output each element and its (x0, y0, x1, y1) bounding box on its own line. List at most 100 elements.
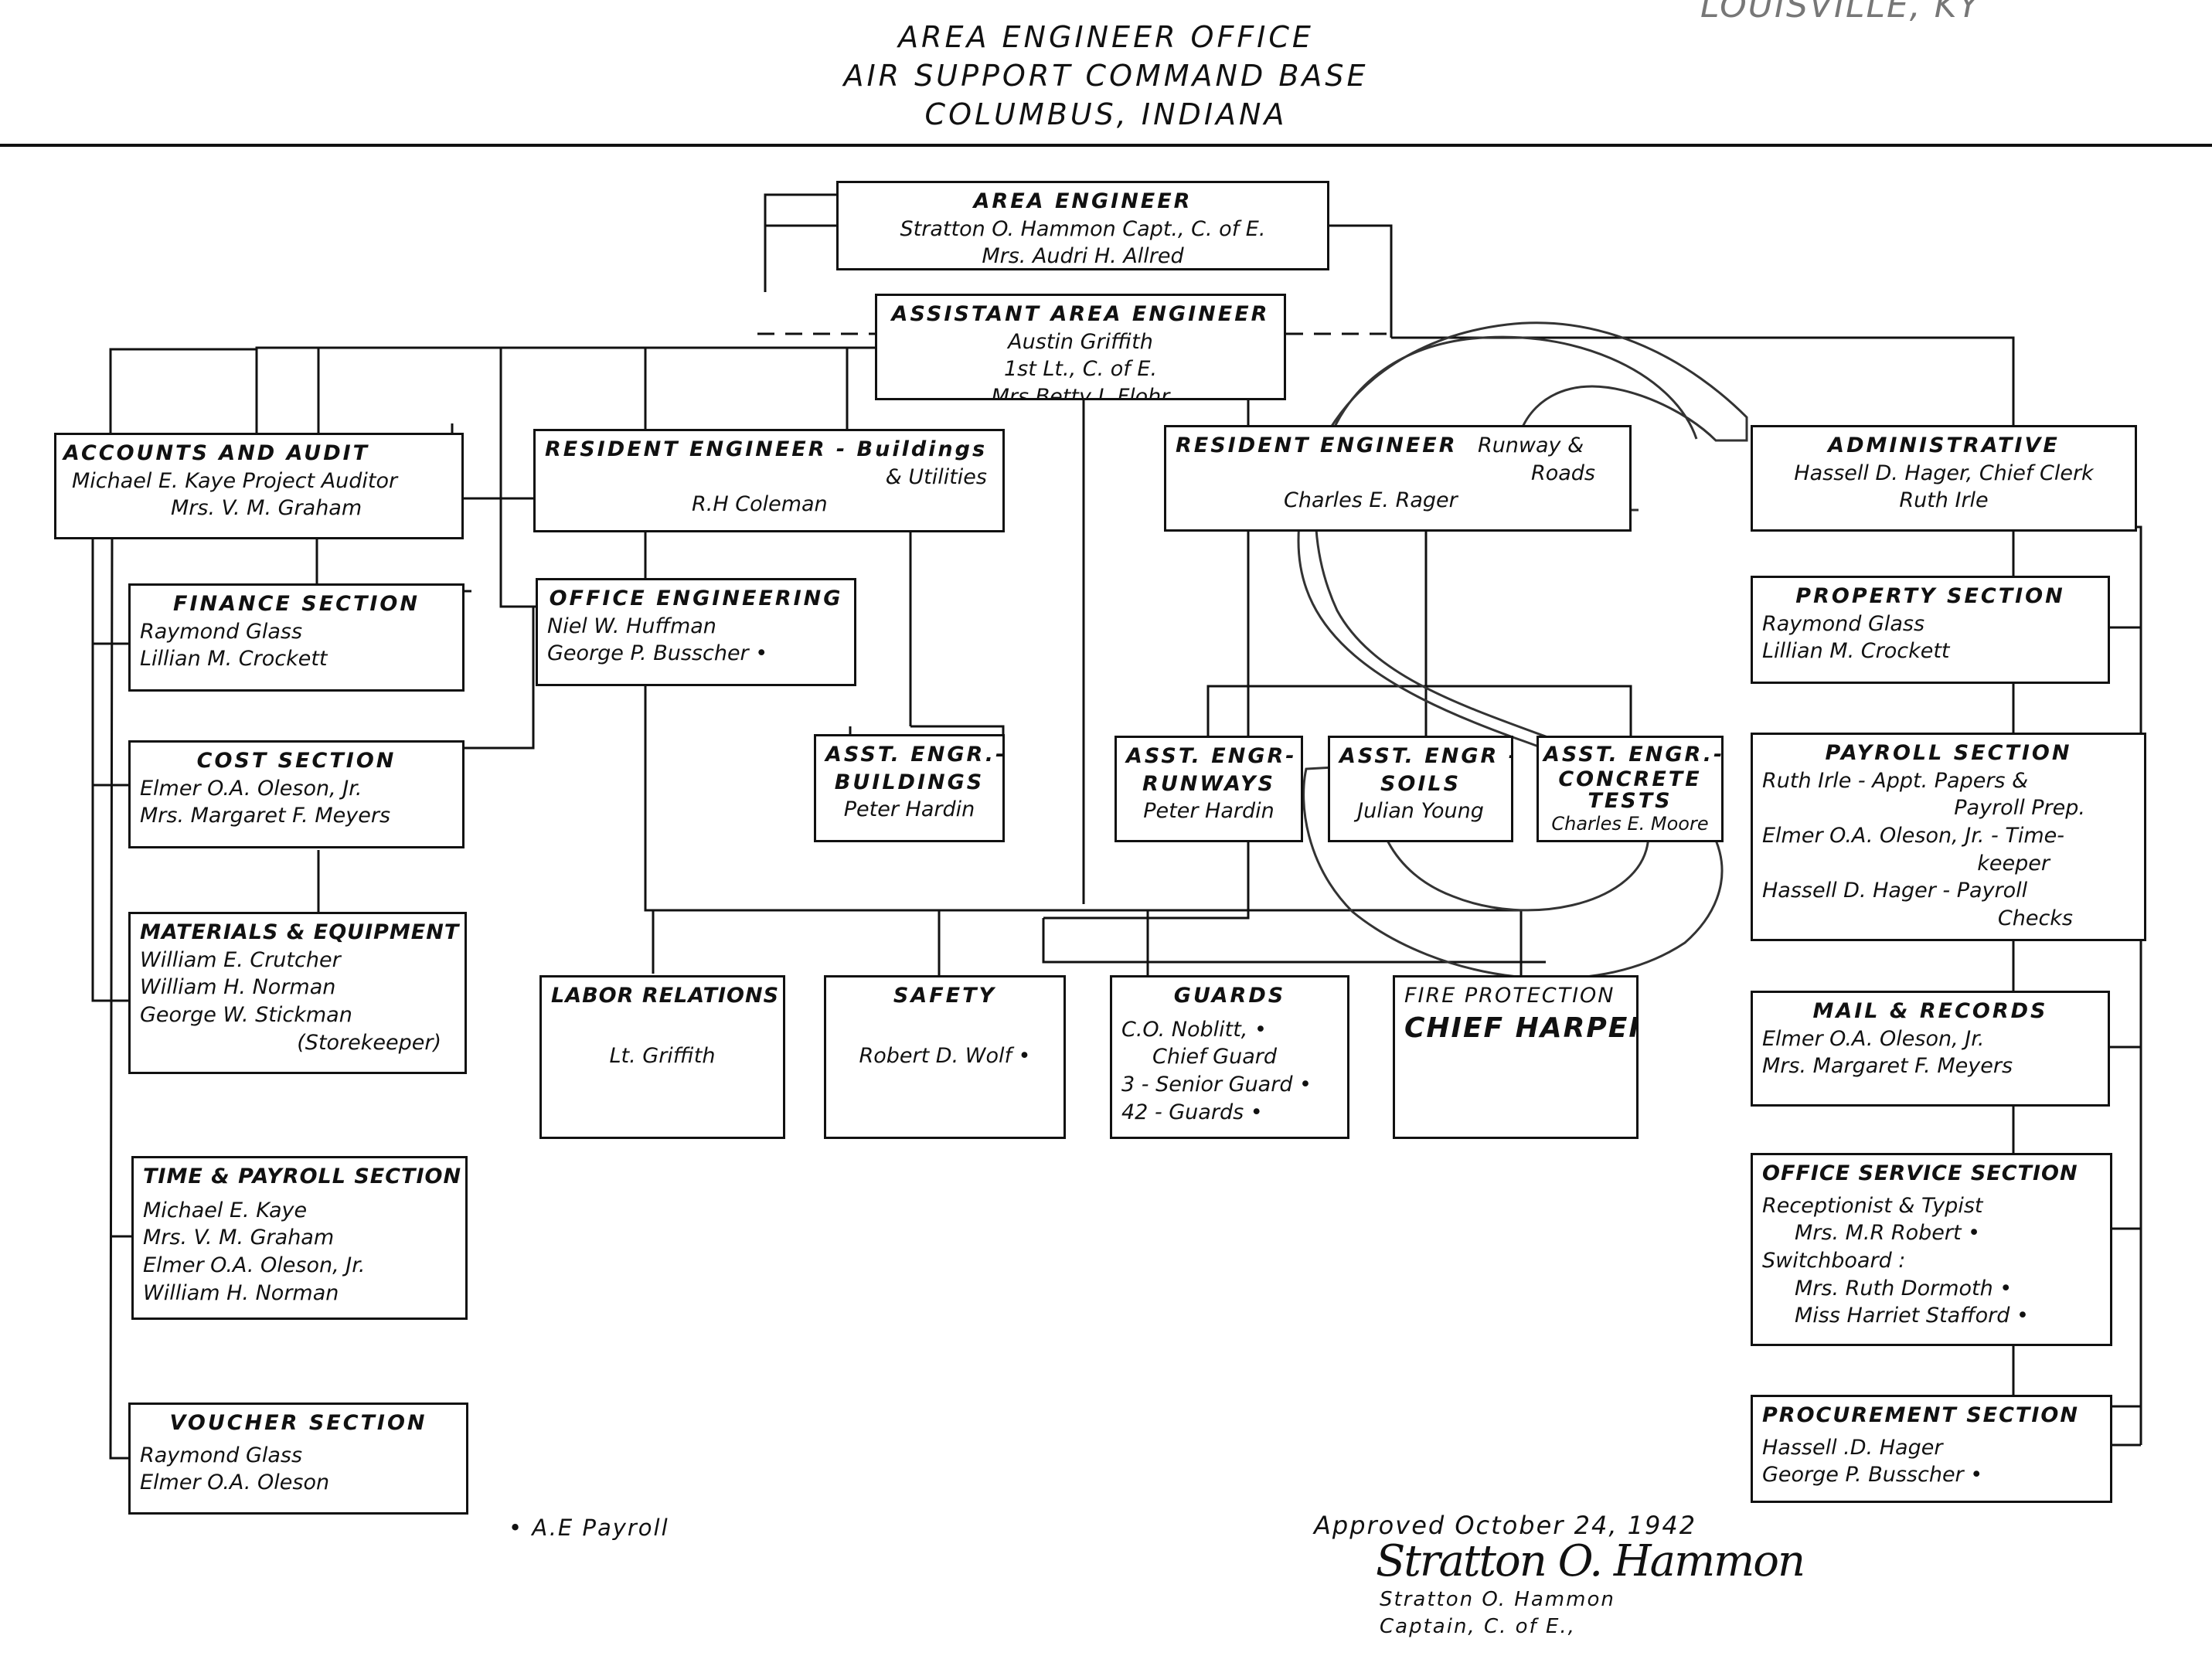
connector-line (1206, 685, 1632, 740)
box-title: FIRE PROTECTION (1404, 984, 1615, 1008)
box-title: ADMINISTRATIVE (1828, 434, 2060, 457)
box-line: William E. Crutcher (140, 947, 341, 972)
box-line: Mrs. Margaret F. Meyers (140, 804, 391, 828)
box-title: FINANCE SECTION (173, 592, 420, 616)
box-line: Lillian M. Crockett (1762, 639, 1950, 664)
box-line: Michael E. Kaye (143, 1198, 308, 1222)
box-title: ASST. ENGR- (1126, 744, 1297, 768)
box-line: Receptionist & Typist (1762, 1193, 1983, 1218)
box-line: Mrs. Margaret F. Meyers (1762, 1054, 2013, 1079)
connector-line (499, 348, 538, 608)
cost-section-box: COST SECTION Elmer O.A. Oleson, Jr. Mrs.… (128, 740, 465, 848)
box-line: Michael E. Kaye Project Auditor (72, 468, 398, 493)
office-engineering-box: OFFICE ENGINEERING Niel W. Huffman Georg… (536, 578, 856, 686)
box-line: Mrs. V. M. Graham (171, 496, 362, 521)
box-line: Julian Young (1357, 799, 1484, 824)
box-line: William H. Norman (140, 975, 336, 1000)
asst-engr-concrete-tests-box: ASST. ENGR.- CONCRETE TESTS Charles E. M… (1536, 736, 1724, 842)
safety-box: SAFETY Robert D. Wolf • (824, 975, 1066, 1139)
box-line: Charles E. Moore (1551, 813, 1709, 835)
box-line: 3 - Senior Guard • (1121, 1072, 1312, 1096)
box-line: Lillian M. Crockett (140, 647, 328, 672)
guards-box: GUARDS C.O. Noblitt, • Chief Guard 3 - S… (1110, 975, 1349, 1139)
box-title-continued: TESTS (1588, 788, 1673, 813)
box-line: George P. Busscher • (1762, 1463, 1983, 1488)
payroll-section-box: PAYROLL SECTION Ruth Irle - Appt. Papers… (1751, 733, 2146, 941)
box-line: C.O. Noblitt, • (1121, 1017, 1267, 1042)
area-engineer-box: AREA ENGINEER Stratton O. Hammon Capt., … (836, 181, 1329, 270)
connector-line (1042, 918, 1546, 964)
box-line: Elmer O.A. Oleson (140, 1470, 330, 1495)
box-line: keeper (1977, 851, 2050, 876)
box-line: 1st Lt., C. of E. (1003, 357, 1158, 382)
finance-section-box: FINANCE SECTION Raymond Glass Lillian M.… (128, 583, 465, 692)
box-line: Elmer O.A. Oleson, Jr. (1762, 1026, 1985, 1051)
corner-stamp: LOUISVILLE, KY (1700, 0, 1981, 26)
accounts-and-audit-box: ACCOUNTS AND AUDIT Michael E. Kaye Proje… (54, 433, 464, 539)
signer-name: Stratton O. Hammon (1380, 1588, 1615, 1611)
box-line: Checks (1997, 906, 2073, 930)
box-line: CHIEF HARPER (1404, 1012, 1639, 1044)
box-title-continued: & Utilities (885, 464, 987, 489)
box-line: Lt. Griffith (609, 1043, 716, 1068)
header-rule (0, 144, 2212, 147)
box-title: TIME & PAYROLL SECTION (143, 1164, 462, 1188)
box-title-small: Runway & (1477, 434, 1584, 457)
box-line: Stratton O. Hammon Capt., C. of E. (900, 216, 1266, 241)
box-title: AREA ENGINEER (973, 189, 1193, 213)
box-line: Austin Griffith (1008, 329, 1153, 354)
box-line: George P. Busscher • (547, 641, 768, 666)
box-title: ACCOUNTS AND AUDIT (63, 441, 370, 465)
box-line: Peter Hardin (1143, 799, 1274, 824)
box-title-continued: RUNWAYS (1142, 771, 1275, 796)
box-line: Mrs. V. M. Graham (143, 1226, 335, 1250)
box-line: Raymond Glass (140, 619, 303, 644)
box-title-continued: Roads (1530, 461, 1595, 485)
connector-line (1391, 336, 2015, 431)
mail-records-box: MAIL & RECORDS Elmer O.A. Oleson, Jr. Mr… (1751, 991, 2110, 1107)
connector-line (109, 348, 257, 433)
box-line: Mrs Betty J. Flohr (991, 384, 1170, 400)
box-line: Elmer O.A. Oleson, Jr. (140, 776, 362, 801)
box-line: Miss Harriet Stafford • (1795, 1304, 2029, 1328)
box-line: (Storekeeper) (297, 1030, 441, 1055)
box-line: Mrs. Audri H. Allred (982, 244, 1184, 269)
administrative-box: ADMINISTRATIVE Hassell D. Hager, Chief C… (1751, 425, 2137, 532)
box-line: Elmer O.A. Oleson, Jr. - Time- (1762, 823, 2064, 848)
box-line: Niel W. Huffman (547, 614, 716, 638)
box-title: OFFICE ENGINEERING (549, 586, 843, 610)
box-title-continued: BUILDINGS (834, 770, 985, 794)
connector-line (255, 346, 875, 433)
procurement-section-box: PROCUREMENT SECTION Hassell .D. Hager Ge… (1751, 1395, 2112, 1503)
box-title: ASST. ENGR.- (1543, 743, 1724, 767)
signer-title: Captain, C. of E., (1380, 1615, 1576, 1638)
box-title: MAIL & RECORDS (1812, 999, 2048, 1023)
assistant-area-engineer-box: ASSISTANT AREA ENGINEER Austin Griffith … (875, 294, 1286, 400)
box-line: William H. Norman (143, 1280, 339, 1305)
fire-protection-box: FIRE PROTECTION CHIEF HARPER (1393, 975, 1639, 1139)
resident-engineer-buildings-box: RESIDENT ENGINEER - Buildings & Utilitie… (533, 429, 1005, 532)
box-title: PAYROLL SECTION (1825, 741, 2072, 765)
box-line: Mrs. Ruth Dormoth • (1795, 1276, 2013, 1300)
asst-engr-soils-box: ASST. ENGR - SOILS Julian Young (1328, 736, 1513, 842)
box-line: Hassell .D. Hager (1762, 1435, 1943, 1460)
box-title: GUARDS (1173, 984, 1286, 1008)
box-line: Payroll Prep. (1954, 796, 2085, 821)
connector-line (1329, 224, 1393, 338)
box-line: Raymond Glass (140, 1443, 303, 1467)
box-title: RESIDENT ENGINEER - Buildings (545, 437, 988, 461)
signature: Stratton O. Hammon (1376, 1536, 1805, 1586)
box-title: MATERIALS & EQUIPMENT (140, 920, 460, 944)
box-line: Mrs. M.R Robert • (1795, 1221, 1981, 1246)
box-title: SAFETY (893, 984, 997, 1008)
box-title: ASST. ENGR.- (825, 743, 1005, 767)
office-service-section-box: OFFICE SERVICE SECTION Receptionist & Ty… (1751, 1153, 2112, 1346)
materials-equipment-box: MATERIALS & EQUIPMENT William E. Crutche… (128, 912, 467, 1074)
labor-relations-box: LABOR RELATIONS Lt. Griffith (539, 975, 785, 1139)
box-line: Switchboard : (1762, 1248, 1906, 1273)
box-title: RESIDENT ENGINEER Runway & (1176, 432, 1620, 460)
box-title-continued: CONCRETE (1558, 767, 1702, 791)
box-title: PROCUREMENT SECTION (1762, 1403, 2079, 1427)
connector-line (91, 533, 130, 1002)
box-line: George W. Stickman (140, 1002, 352, 1027)
